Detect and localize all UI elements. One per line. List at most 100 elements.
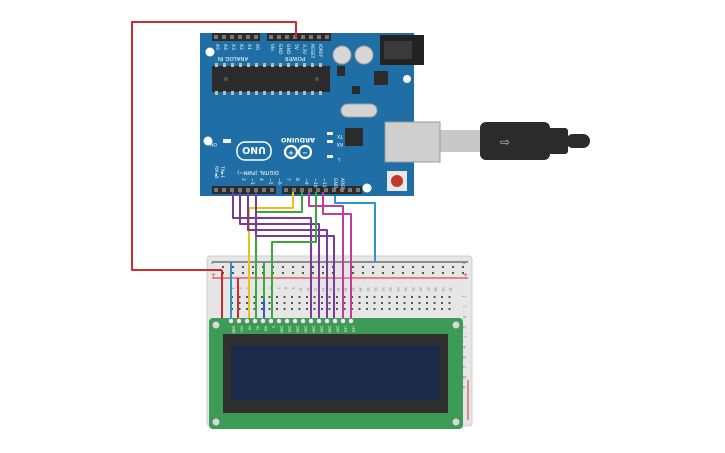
digital-pin-socket[interactable] bbox=[324, 188, 328, 192]
lcd-pin-label: V0 bbox=[248, 326, 252, 330]
wire-db6-purple bbox=[247, 192, 328, 318]
lcd-pin[interactable] bbox=[300, 318, 306, 324]
lcd-pin[interactable] bbox=[236, 318, 242, 324]
digital-pin-socket[interactable] bbox=[300, 188, 304, 192]
digital-pin-socket[interactable] bbox=[332, 188, 336, 192]
lcd-pin-label: DB1 bbox=[288, 326, 292, 333]
board-mount-hole bbox=[362, 183, 372, 193]
column-letter: j bbox=[462, 295, 467, 297]
brand-label: ARDUINO bbox=[280, 136, 315, 144]
power-pin-socket[interactable] bbox=[269, 35, 273, 39]
row-number: 15 bbox=[336, 287, 340, 291]
lcd-pin-label: DB0 bbox=[280, 326, 284, 333]
lcd-mount-hole bbox=[452, 321, 460, 329]
power-pin-socket[interactable] bbox=[309, 35, 313, 39]
digital-pin-socket[interactable] bbox=[222, 188, 226, 192]
row-number: 28 bbox=[434, 287, 438, 291]
analog-pin-label: A5 bbox=[214, 44, 220, 50]
analog-pin-label: A4 bbox=[222, 44, 228, 50]
reset-button-cap[interactable] bbox=[391, 175, 403, 187]
lcd-pin[interactable] bbox=[268, 318, 274, 324]
column-letter: i bbox=[462, 306, 467, 307]
lcd-screen bbox=[231, 346, 440, 400]
column-letter: f bbox=[462, 336, 467, 338]
lcd-pin[interactable] bbox=[332, 318, 338, 324]
row-number: 9 bbox=[291, 287, 295, 289]
digital-pin-label: ~9 bbox=[303, 178, 309, 185]
rail-sign-minus-left: - bbox=[211, 260, 213, 267]
lcd-pin[interactable] bbox=[308, 318, 314, 324]
power-label: POWER bbox=[285, 55, 306, 61]
power-pin-socket[interactable] bbox=[317, 35, 321, 39]
lcd-pin[interactable] bbox=[252, 318, 258, 324]
lcd-pin[interactable] bbox=[260, 318, 266, 324]
lcd-pin[interactable] bbox=[316, 318, 322, 324]
rx-led bbox=[327, 140, 333, 143]
lcd-pin-label: GND bbox=[232, 326, 236, 334]
wire-db7-purple bbox=[255, 192, 335, 318]
power-pin-socket[interactable] bbox=[325, 35, 329, 39]
digital-pin-label: ~10 bbox=[312, 178, 318, 188]
lcd-pin[interactable] bbox=[244, 318, 250, 324]
lcd-pin[interactable] bbox=[228, 318, 234, 324]
atmega-chip bbox=[212, 66, 330, 92]
power-pin-socket[interactable] bbox=[301, 35, 305, 39]
lcd-pin[interactable] bbox=[348, 318, 354, 324]
digital-pin-socket[interactable] bbox=[284, 188, 288, 192]
power-pin-socket[interactable] bbox=[285, 35, 289, 39]
usb-cable: ⇨ bbox=[440, 122, 590, 160]
digital-pin-socket[interactable] bbox=[270, 188, 274, 192]
wires bbox=[131, 21, 376, 318]
row-number: 16 bbox=[344, 287, 348, 291]
wire-rs-yellow bbox=[248, 192, 294, 318]
digital-pin-label: ~5 bbox=[267, 178, 273, 185]
row-number: 30 bbox=[449, 287, 453, 291]
gnd-label: GND bbox=[332, 178, 338, 189]
lcd-pin[interactable] bbox=[292, 318, 298, 324]
row-number: 10 bbox=[299, 287, 303, 291]
svg-text:+: + bbox=[288, 149, 294, 157]
lcd-pin[interactable] bbox=[276, 318, 282, 324]
digital-pin-socket[interactable] bbox=[308, 188, 312, 192]
digital-pin-socket[interactable] bbox=[230, 188, 234, 192]
row-number: 22 bbox=[389, 287, 393, 291]
digital-pin-socket[interactable] bbox=[348, 188, 352, 192]
lcd-pin-label: DB3 bbox=[304, 326, 308, 333]
digital-pin-socket[interactable] bbox=[246, 188, 250, 192]
arduino-logo: + − bbox=[283, 144, 313, 160]
digital-pin-socket[interactable] bbox=[340, 188, 344, 192]
digital-pin-socket[interactable] bbox=[316, 188, 320, 192]
digital-pin-labels: ~11~10~987~6~54~32 bbox=[240, 178, 327, 188]
analog-pin-socket[interactable] bbox=[214, 35, 218, 39]
power-pin-socket[interactable] bbox=[277, 35, 281, 39]
row-number: 2 bbox=[239, 287, 243, 289]
column-letter: b bbox=[462, 376, 467, 379]
on-led-label: ON bbox=[210, 141, 217, 147]
digital-pin-socket[interactable] bbox=[214, 188, 218, 192]
analog-pin-socket[interactable] bbox=[222, 35, 226, 39]
digital-pin-label: 8 bbox=[294, 178, 300, 181]
digital-pin-socket[interactable] bbox=[356, 188, 360, 192]
digital-pin-socket[interactable] bbox=[254, 188, 258, 192]
digital-pin-socket[interactable] bbox=[238, 188, 242, 192]
row-number: 25 bbox=[411, 287, 415, 291]
row-number: 24 bbox=[404, 287, 408, 292]
lcd-pin[interactable] bbox=[284, 318, 290, 324]
analog-pin-socket[interactable] bbox=[238, 35, 242, 39]
wire-db5-purple bbox=[239, 192, 320, 318]
lcd-pin[interactable] bbox=[324, 318, 330, 324]
lcd-pin[interactable] bbox=[340, 318, 346, 324]
breadboard-terminal-holes bbox=[231, 296, 451, 310]
analog-pin-socket[interactable] bbox=[246, 35, 250, 39]
digital-pin-socket[interactable] bbox=[262, 188, 266, 192]
analog-pin-socket[interactable] bbox=[230, 35, 234, 39]
digital-pin-socket[interactable] bbox=[292, 188, 296, 192]
board-mount-hole bbox=[203, 136, 213, 146]
wire-5v-red bbox=[131, 21, 297, 271]
row-number: 17 bbox=[351, 287, 355, 291]
analog-pin-socket[interactable] bbox=[254, 35, 258, 39]
usb-icon: ⇨ bbox=[500, 135, 510, 149]
